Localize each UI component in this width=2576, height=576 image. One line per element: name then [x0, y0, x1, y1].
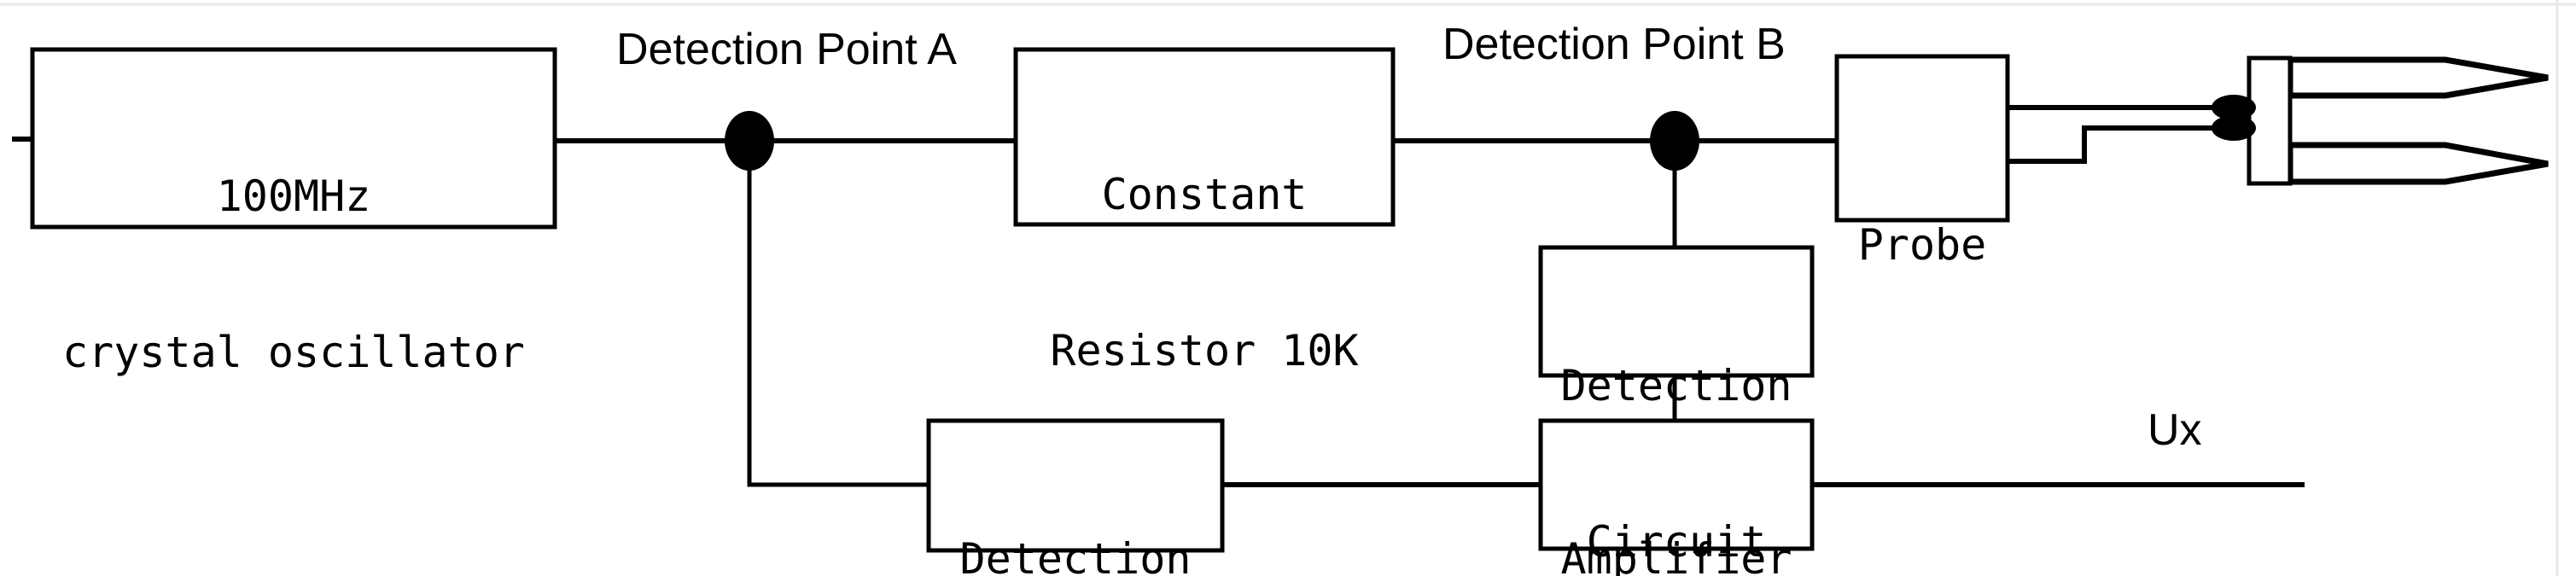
- block-oscillator-rect[interactable]: [30, 47, 557, 230]
- block-detection-circuit-upper-rect[interactable]: [1538, 245, 1815, 378]
- junction-node-b-icon[interactable]: [1650, 111, 1699, 171]
- block-detection-circuit-lower-rect[interactable]: [926, 418, 1225, 553]
- probe-head-body: [2247, 55, 2293, 186]
- probe-connector-nub-upper-icon: [2212, 95, 2256, 120]
- block-constant-resistor-rect[interactable]: [1013, 47, 1396, 227]
- wire-probe-lead-lower: [2008, 125, 2219, 164]
- probe-connector-nub-lower-icon: [2212, 115, 2256, 141]
- probe-head-group: [2212, 55, 2549, 186]
- probe-needle-upper-icon: [2287, 56, 2549, 99]
- wire-group: [12, 105, 2305, 487]
- block-probe-rect[interactable]: [1834, 54, 2010, 223]
- wire-node-a-down-to-bottom-bus: [747, 155, 929, 487]
- junction-node-a-icon[interactable]: [725, 111, 774, 171]
- junction-node-group: [725, 111, 1699, 171]
- block-rect-group: [30, 47, 2010, 553]
- block-amplifier-circuit-rect[interactable]: [1538, 418, 1815, 551]
- probe-needle-lower-icon: [2287, 142, 2549, 185]
